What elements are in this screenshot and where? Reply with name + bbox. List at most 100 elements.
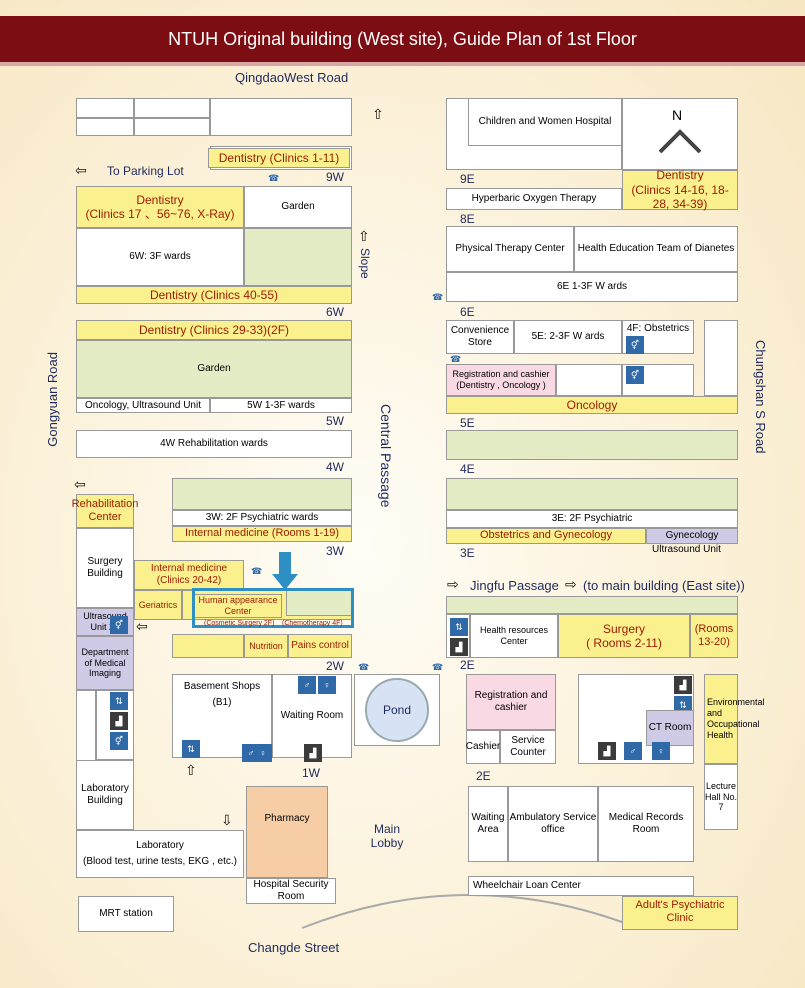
- north-label: N: [672, 107, 683, 123]
- internal-medicine-clinics-20-42[interactable]: Internal medicine (Clinics 20-42): [134, 560, 244, 590]
- surgery-label: Surgery: [602, 621, 646, 636]
- wheelchair-loan-center[interactable]: Wheelchair Loan Center: [468, 876, 694, 896]
- ward-3e-psychiatric[interactable]: 3E: 2F Psychiatric: [446, 510, 738, 528]
- surgery-rooms-2-11[interactable]: Surgery ( Rooms 2-11): [558, 614, 690, 658]
- service-counter[interactable]: Service Counter: [500, 730, 556, 764]
- human-appearance-center[interactable]: Human appearance Center: [194, 594, 282, 618]
- nutrition[interactable]: Nutrition: [244, 634, 288, 658]
- internal-medicine-rooms-1-19[interactable]: Internal medicine (Rooms 1-19): [172, 526, 352, 542]
- registration-cashier-dentistry[interactable]: Registration and cashier (Dentistry , On…: [446, 364, 556, 396]
- garden-central[interactable]: Garden: [76, 340, 352, 398]
- medical-imaging[interactable]: Department of Medical Imaging: [76, 636, 134, 690]
- floor-label-4w: 4W: [326, 460, 344, 474]
- floor-label-5e: 5E: [460, 416, 475, 430]
- floor-label-6e: 6E: [460, 305, 475, 319]
- phone-icon: ☎: [268, 173, 280, 183]
- dentistry-clinics-40-55[interactable]: Dentistry (Clinics 40-55): [76, 286, 352, 304]
- ambulatory-service-office[interactable]: Ambulatory Service office: [508, 786, 598, 862]
- road-north: QingdaoWest Road: [235, 70, 349, 85]
- building-block: [134, 98, 210, 118]
- cashier[interactable]: Cashier: [466, 730, 500, 764]
- oncology-east[interactable]: Oncology: [446, 396, 738, 414]
- green-area: [446, 430, 738, 460]
- physical-therapy-center[interactable]: Physical Therapy Center: [446, 226, 574, 272]
- pains-control[interactable]: Pains control: [288, 634, 352, 658]
- you-are-here-arrow-icon: [272, 552, 298, 590]
- yellow-block: [172, 634, 244, 658]
- gynecology[interactable]: Gynecology: [646, 528, 738, 544]
- hospital-security-room[interactable]: Hospital Security Room: [246, 878, 336, 904]
- building-block: [556, 364, 622, 396]
- health-resources-center[interactable]: Health resources Center: [470, 614, 558, 658]
- chemotherapy-note: (Chemotherapy 4F): [282, 620, 343, 627]
- rehabilitation-center[interactable]: Rehabilitation Center: [72, 494, 138, 528]
- building-block: [704, 320, 738, 396]
- floor-label-2e-lower: 2E: [476, 769, 491, 783]
- green-area: [446, 478, 738, 510]
- central-passage-label: Central Passage: [378, 404, 394, 508]
- garden-north[interactable]: Garden: [244, 186, 352, 228]
- dentistry-clinics-1-11[interactable]: Dentistry (Clinics 1-11): [208, 148, 350, 168]
- ward-4w-rehabilitation[interactable]: 4W Rehabilitation wards: [76, 430, 352, 458]
- ward-3w-psychiatric[interactable]: 3W: 2F Psychiatric wards: [172, 510, 352, 526]
- dentistry-17-subtitle: (Clinics 17 、56~76, X-Ray): [85, 207, 235, 221]
- children-women-hospital[interactable]: Children and Women Hospital: [468, 98, 622, 146]
- medical-records-room[interactable]: Medical Records Room: [598, 786, 694, 862]
- convenience-store[interactable]: Convenience Store: [446, 320, 514, 354]
- laboratory-building[interactable]: Laboratory Building: [76, 760, 134, 830]
- pond-area: Pond: [354, 674, 440, 746]
- floor-label-1w: 1W: [302, 766, 320, 780]
- left-arrow-icon: ⇦: [75, 162, 87, 178]
- ct-room[interactable]: CT Room: [646, 710, 694, 746]
- obstetrics-gynecology[interactable]: Obstetrics and Gynecology: [446, 528, 646, 544]
- page-title: NTUH Original building (West site), Guid…: [0, 16, 805, 62]
- north-arrow-icon: [658, 129, 702, 154]
- environmental-occupational-health[interactable]: Environmental and Occupational Health: [704, 674, 765, 764]
- dentistry-clinics-14[interactable]: Dentistry (Clinics 14-16, 18-28, 34-39): [622, 168, 738, 211]
- adults-psychiatric-clinic[interactable]: Adult's Psychiatric Clinic: [622, 896, 738, 930]
- stairs-icon: ▟: [304, 744, 322, 762]
- dentistry-17-title: Dentistry: [136, 192, 184, 207]
- ultrasound-unit-east[interactable]: Ultrasound Unit: [652, 544, 721, 555]
- floor-label-4e: 4E: [460, 462, 475, 476]
- elevator-icon: ⇅: [182, 740, 200, 758]
- health-education-team[interactable]: Health Education Team of Dianetes: [574, 226, 738, 272]
- cosmetic-surgery-note: (Cosmetic Surgery 2F): [204, 620, 275, 627]
- surgery-building[interactable]: Surgery Building: [76, 528, 134, 608]
- elevator-icon: ⇅: [674, 696, 692, 714]
- up-arrow-icon: ⇧: [358, 228, 370, 244]
- green-area: [446, 596, 738, 614]
- road-west: Gongyuan Road: [45, 352, 60, 447]
- stairs-icon: ▟: [598, 742, 616, 760]
- hyperbaric-oxygen-therapy[interactable]: Hyperbaric Oxygen Therapy: [446, 188, 622, 210]
- restroom-icon: ⚥: [110, 616, 128, 634]
- ward-5w[interactable]: 5W 1-3F wards: [210, 398, 352, 413]
- basement-level-label: (B1): [212, 697, 232, 708]
- oncology-ultrasound-unit[interactable]: Oncology, Ultrasound Unit: [76, 398, 210, 413]
- ward-6e[interactable]: 6E 1-3F W ards: [446, 272, 738, 302]
- pharmacy[interactable]: Pharmacy: [246, 786, 328, 878]
- ward-5e[interactable]: 5E: 2-3F W ards: [514, 320, 622, 354]
- left-arrow-icon: ⇦: [136, 618, 148, 634]
- dentistry-clinics-29-33[interactable]: Dentistry (Clinics 29-33)(2F): [76, 320, 352, 340]
- dentistry-clinics-17[interactable]: Dentistry (Clinics 17 、56~76, X-Ray): [76, 186, 244, 228]
- registration-label: Registration and cashier: [452, 369, 550, 380]
- surgery-rooms-13-20[interactable]: (Rooms 13-20): [690, 614, 738, 658]
- jingfu-passage-label: Jingfu Passage: [470, 578, 559, 593]
- registration-cashier[interactable]: Registration and cashier: [466, 674, 556, 730]
- geriatrics[interactable]: Geriatrics: [134, 590, 182, 620]
- elevator-icon: ⇅: [450, 618, 468, 636]
- lecture-hall-7[interactable]: Lecture Hall No. 7: [704, 764, 738, 830]
- parking-lot-label: To Parking Lot: [107, 164, 184, 178]
- laboratory[interactable]: Laboratory (Blood test, urine tests, EKG…: [76, 830, 244, 878]
- floor-label-8e: 8E: [460, 212, 475, 226]
- road-south: Changde Street: [248, 940, 340, 955]
- basement-shops-label: Basement Shops: [183, 681, 261, 692]
- building-block: [76, 98, 134, 118]
- to-main-building-label: (to main building (East site)): [583, 578, 745, 593]
- ward-6w[interactable]: 6W: 3F wards: [76, 228, 244, 286]
- building-block: [134, 118, 210, 136]
- mrt-station[interactable]: MRT station: [78, 896, 174, 932]
- pond[interactable]: Pond: [365, 678, 429, 742]
- waiting-area[interactable]: Waiting Area: [468, 786, 508, 862]
